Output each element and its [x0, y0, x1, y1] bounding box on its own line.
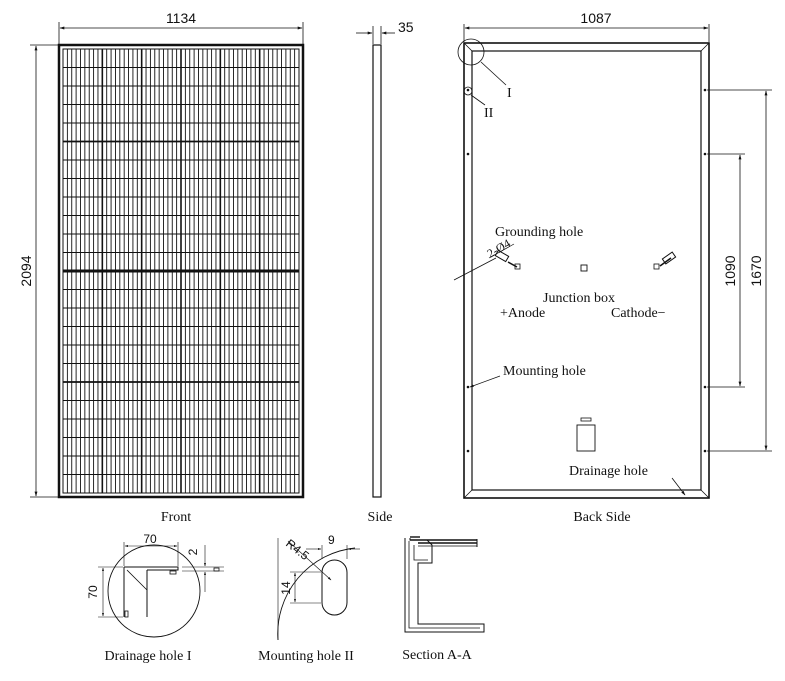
front-height-dimension: 2094: [18, 44, 58, 498]
anode-cable: [453, 249, 521, 281]
label-plate: [576, 424, 596, 452]
mounting-dim-9: 9: [328, 533, 335, 547]
detail-ii-circle: [463, 86, 473, 96]
drainage-detail-caption: Drainage hole I: [104, 649, 191, 664]
front-caption: Front: [161, 510, 191, 525]
back-1670-label: 1670: [748, 255, 764, 286]
section-caption: Section A-A: [402, 648, 472, 663]
back-width-dimension: 1087: [463, 10, 710, 42]
drainage-detail: 2 70 70: [86, 532, 224, 638]
mounting-dim-14: 14: [279, 581, 293, 595]
anode-label: +Anode: [500, 306, 545, 321]
mounting-hole-label: Mounting hole: [503, 364, 586, 379]
front-width-label: 1134: [166, 10, 196, 26]
drainage-dim-2: 2: [186, 548, 200, 555]
mounting-holes: [466, 88, 707, 453]
grounding-hole-label: Grounding hole: [495, 225, 583, 240]
side-view: 35: [356, 19, 414, 498]
side-caption: Side: [368, 510, 393, 525]
detail-ii-marker: II: [484, 106, 494, 121]
cell-grid: [63, 49, 299, 493]
side-thickness-label: 35: [398, 19, 414, 35]
drainage-dim-70-h: 70: [143, 532, 157, 546]
label-tab: [580, 417, 592, 422]
drainage-dim-70-v: 70: [86, 585, 100, 599]
mounting-detail: 9 14 R4.5: [277, 533, 360, 641]
mounting-detail-caption: Mounting hole II: [258, 649, 354, 664]
front-frame: [57, 43, 305, 499]
front-view: [57, 43, 305, 499]
junction-box-mark: [580, 264, 588, 272]
cathode-label: Cathode−: [611, 306, 666, 321]
junction-box-label: Junction box: [543, 291, 615, 306]
drainage-hole-label: Drainage hole: [569, 464, 648, 479]
back-width-label: 1087: [580, 10, 611, 26]
back-1090-label: 1090: [722, 255, 738, 286]
cathode-cable: [653, 251, 677, 270]
front-width-dimension: 1134: [58, 10, 304, 44]
back-1090-dimension: 1090: [707, 153, 745, 388]
detail-i-circle: [457, 38, 485, 66]
back-caption: Back Side: [573, 510, 630, 525]
section-detail: [404, 536, 485, 633]
back-view: I II Grounding hole 2-Ø4 Junction box +A…: [453, 38, 710, 499]
front-height-label: 2094: [18, 255, 34, 286]
detail-i-marker: I: [507, 86, 512, 101]
back-1670-dimension: 1670: [707, 89, 772, 452]
